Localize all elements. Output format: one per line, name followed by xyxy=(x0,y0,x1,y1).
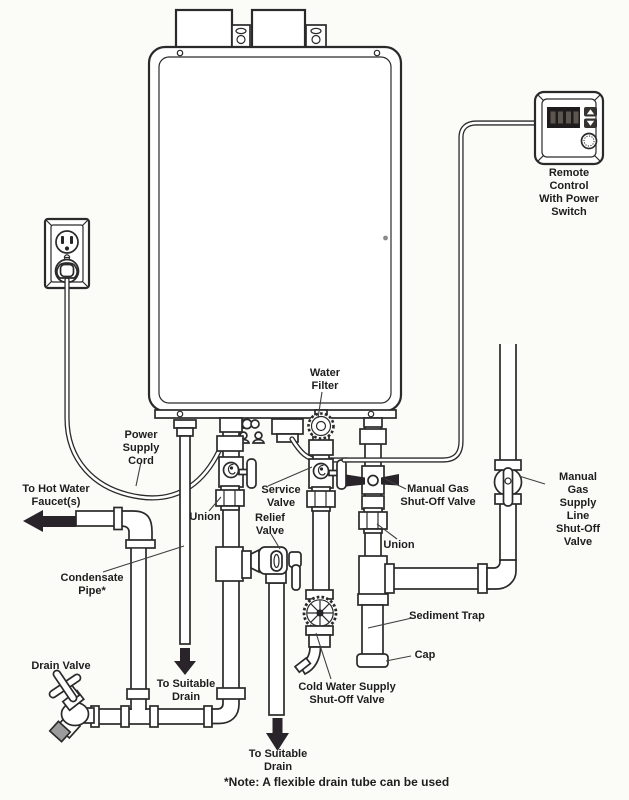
cold-union-nut xyxy=(308,439,334,456)
unit-screw xyxy=(367,410,375,418)
condensate-pipe-label: Condensate Pipe* xyxy=(60,572,124,597)
drain-spout-tip xyxy=(48,720,72,743)
gas-nut xyxy=(359,428,387,445)
relief-valve-assembly xyxy=(241,546,302,716)
water-filter-leader xyxy=(317,391,323,419)
valve-handle xyxy=(502,467,514,507)
condensate-tube xyxy=(179,435,191,645)
unit-screw xyxy=(176,49,184,57)
exhaust-vents xyxy=(174,8,327,50)
remote-control xyxy=(533,90,605,166)
sediment-trap-label: Sediment Trap xyxy=(409,610,485,622)
vent-duct-left xyxy=(174,8,234,50)
flow-arrows xyxy=(23,510,289,751)
drain-valve-assembly xyxy=(48,669,95,743)
relief-valve-leader xyxy=(270,533,281,550)
union-hot xyxy=(215,485,245,511)
gas-control-box xyxy=(271,418,304,435)
tee-coupling xyxy=(126,688,150,700)
union-hot-water-label: Union xyxy=(189,511,221,523)
hot-water-line xyxy=(215,417,257,700)
gas-pipe-horizontal xyxy=(386,567,490,590)
drain-valve-handle xyxy=(52,669,78,703)
relief-drain-pipe xyxy=(268,582,285,716)
relief-drain-arrow xyxy=(266,718,289,751)
union-gas-leader xyxy=(376,523,398,540)
cold-water-leader xyxy=(315,632,332,680)
power-supply-cord xyxy=(64,277,222,501)
cold-water-line xyxy=(293,409,347,676)
bottom-elbow xyxy=(211,697,240,725)
gas-line xyxy=(346,417,517,668)
union-gas-fitting xyxy=(358,507,388,534)
condensate-leader xyxy=(102,545,185,573)
water-filter xyxy=(307,409,335,440)
hot-union-nut xyxy=(216,435,244,452)
manual-gas-leader xyxy=(384,478,407,490)
sediment-trap-pipe xyxy=(361,604,384,657)
valve-lever xyxy=(246,458,257,489)
hot-water-faucet-line xyxy=(75,506,240,728)
service-valve-cold xyxy=(308,458,347,490)
power-cord-leader xyxy=(135,461,142,487)
service-valve-label: Service Valve xyxy=(261,484,301,509)
relief-valve-label: Relief Valve xyxy=(255,512,285,537)
manual-gas-supply-line-shut-off-valve-label: Manual Gas Supply Line Shut-Off Valve xyxy=(556,471,600,548)
unit-screw xyxy=(176,410,184,418)
vent-duct-right xyxy=(250,8,307,50)
sediment-trap-leader xyxy=(367,617,413,629)
power-outlet xyxy=(43,217,91,290)
unit-bottom-flange xyxy=(154,409,397,419)
cap-label: Cap xyxy=(414,649,436,661)
union-cold xyxy=(306,486,336,512)
remote-control-label: Remote Control With Power Switch xyxy=(539,167,599,218)
condensate-drain-arrow xyxy=(174,648,196,675)
cold-water-shut-off-valve xyxy=(293,589,338,676)
condensate-pipe xyxy=(173,419,197,645)
sediment-trap xyxy=(356,593,389,668)
water-heater-unit xyxy=(147,45,403,419)
drain-valve-label: Drain Valve xyxy=(31,660,91,672)
to-hot-water-arrow xyxy=(23,510,76,532)
unit-front-panel xyxy=(158,56,392,404)
bleed-fitting xyxy=(250,419,260,429)
power-supply-cord-label: Power Supply Cord xyxy=(122,429,160,467)
hot-coupling xyxy=(216,687,246,700)
unit-brand-mark xyxy=(383,235,388,241)
leader-lines xyxy=(102,391,546,680)
cold-water-supply-shut-off-valve-label: Cold Water Supply Shut-Off Valve xyxy=(298,681,396,706)
to-suitable-drain-condensate-label: To Suitable Drain xyxy=(156,678,216,703)
hot-tee xyxy=(215,546,244,582)
remote-cable xyxy=(341,120,539,463)
manual-gas-shut-off-valve-label: Manual Gas Shut-Off Valve xyxy=(400,483,476,508)
to-suitable-drain-relief-label: To Suitable Drain xyxy=(248,748,308,773)
sediment-trap-cap xyxy=(356,653,389,668)
union-gas-label: Union xyxy=(383,539,415,551)
valve-lever xyxy=(336,459,347,490)
manual-gas-shut-off-valve xyxy=(346,465,399,495)
footnote: *Note: A flexible drain tube can be used xyxy=(224,775,450,789)
unit-outer-case xyxy=(147,45,403,413)
drain-plug xyxy=(254,431,263,440)
gas-tee xyxy=(358,555,388,597)
service-valve-leader xyxy=(267,466,313,487)
water-filter-label: Water Filter xyxy=(309,367,341,392)
gas-supply-line xyxy=(493,344,523,562)
manual-gas-supply-line-shut-off-valve xyxy=(493,459,523,507)
gas-supply-valve-leader xyxy=(518,475,546,485)
union-hot-leader xyxy=(208,496,222,512)
gas-elbow-right xyxy=(486,559,517,590)
unit-screw xyxy=(373,49,381,57)
cap-leader xyxy=(385,655,412,662)
service-valve-hot xyxy=(218,456,257,489)
hot-outlet-fitting xyxy=(219,417,243,433)
to-hot-water-faucets-label: To Hot Water Faucet(s) xyxy=(22,483,90,508)
